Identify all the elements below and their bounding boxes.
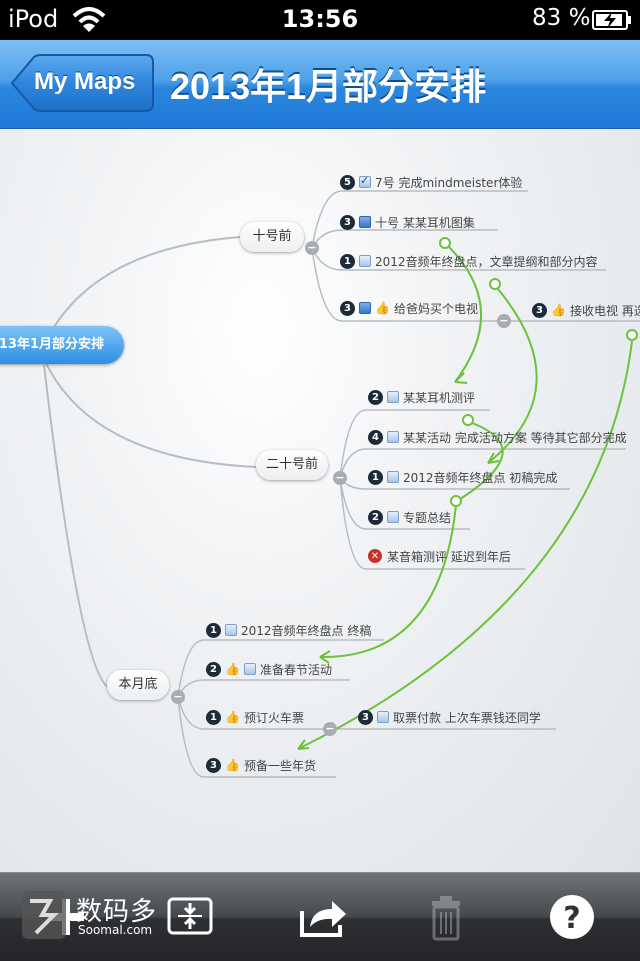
checkbox-icon[interactable] xyxy=(387,431,399,443)
checkbox-icon[interactable] xyxy=(243,663,256,675)
priority-badge: 3 xyxy=(358,709,373,725)
priority-badge: 3 xyxy=(532,302,547,318)
priority-badge: 3 xyxy=(206,757,221,773)
page-title: 2013年1月部分安排 xyxy=(170,66,487,107)
task-item[interactable]: 3 取票付款 上次车票钱还同学 xyxy=(358,706,541,728)
priority-badge: 2 xyxy=(368,389,383,405)
bottom-toolbar: 数码多 Soomal.com ? xyxy=(0,872,640,961)
task-item[interactable]: 3 👍 给爸妈买个电视 xyxy=(340,297,478,319)
clock: 13:56 xyxy=(281,5,359,33)
cancelled-icon: ✕ xyxy=(368,549,382,563)
checkbox-icon[interactable] xyxy=(359,216,371,228)
priority-badge: 1 xyxy=(368,469,383,485)
root-node[interactable]: 13年1月部分安排 xyxy=(0,326,124,364)
fit-screen-icon xyxy=(167,897,213,935)
checkbox-icon[interactable] xyxy=(387,471,399,483)
priority-badge: 5 xyxy=(340,174,355,190)
priority-badge: 1 xyxy=(206,622,221,638)
thumbs-up-icon: 👍 xyxy=(551,303,566,317)
task-item[interactable]: 1 👍 预订火车票 xyxy=(206,706,304,728)
watermark-text: 数码多 xyxy=(76,897,158,927)
task-label: 给爸妈买个电视 xyxy=(393,301,478,316)
priority-badge: 3 xyxy=(340,300,355,316)
thumbs-up-icon: 👍 xyxy=(225,710,240,724)
checkbox-icon[interactable] xyxy=(387,511,399,523)
checkbox-icon[interactable] xyxy=(359,255,371,267)
task-label: 7号 完成mindmeister体验 xyxy=(375,175,523,190)
priority-badge: 1 xyxy=(206,709,221,725)
task-label: 准备春节活动 xyxy=(259,662,332,677)
task-label: 预订火车票 xyxy=(243,710,304,725)
checkbox-icon[interactable] xyxy=(359,302,371,314)
task-item[interactable]: 5 7号 完成mindmeister体验 xyxy=(340,171,522,193)
help-icon: ? xyxy=(550,895,594,939)
task-label: 2012音频年终盘点，文章提纲和部分内容 xyxy=(375,254,598,269)
mind-map-canvas[interactable]: 13年1月部分安排 十号前 − 二十号前 − 本月底 − − − 5 7号 完成… xyxy=(0,129,640,872)
task-item[interactable]: 1 2012音频年终盘点 初稿完成 xyxy=(368,466,557,488)
collapse-toggle[interactable]: − xyxy=(171,690,185,704)
thumbs-up-icon: 👍 xyxy=(375,301,390,315)
collapse-toggle[interactable]: − xyxy=(497,314,511,328)
task-item[interactable]: 2 👍 准备春节活动 xyxy=(206,658,332,680)
priority-badge: 2 xyxy=(368,509,383,525)
task-label: 2012音频年终盘点 初稿完成 xyxy=(403,470,558,485)
watermark: 数码多 Soomal.com xyxy=(20,887,170,945)
task-item[interactable]: ✕ 某音箱测评 延迟到年后 xyxy=(368,545,511,567)
branch-node-month-end[interactable]: 本月底 xyxy=(107,670,169,700)
battery-percent: 83 % xyxy=(532,5,591,31)
checkbox-icon[interactable] xyxy=(225,624,237,636)
collapse-toggle[interactable]: − xyxy=(323,722,337,736)
thumbs-up-icon: 👍 xyxy=(225,758,240,772)
task-label: 2012音频年终盘点 终稿 xyxy=(241,623,372,638)
task-label: 接收电视 再选 xyxy=(569,303,640,318)
priority-badge: 2 xyxy=(206,661,221,677)
delete-button[interactable] xyxy=(420,891,472,943)
status-bar: iPod 13:56 83 % xyxy=(0,0,640,40)
checkbox-icon[interactable] xyxy=(377,711,389,723)
task-label: 某某活动 完成活动方案 等待其它部分完成 xyxy=(403,430,627,445)
task-label: 取票付款 上次车票钱还同学 xyxy=(393,710,541,725)
map-connectors xyxy=(43,190,640,778)
priority-badge: 3 xyxy=(340,214,355,230)
share-button[interactable] xyxy=(296,891,348,943)
priority-badge: 4 xyxy=(368,429,383,445)
thumbs-up-icon: 👍 xyxy=(225,662,240,676)
task-item[interactable]: 3 十号 某某耳机图集 xyxy=(340,211,475,233)
task-item[interactable]: 1 2012音频年终盘点，文章提纲和部分内容 xyxy=(340,250,598,272)
task-item[interactable]: 1 2012音频年终盘点 终稿 xyxy=(206,619,371,641)
my-maps-back-button[interactable]: My Maps xyxy=(10,54,154,112)
svg-text:?: ? xyxy=(563,901,580,936)
fit-screen-button[interactable] xyxy=(164,891,216,943)
watermark-logo-icon xyxy=(22,891,66,939)
task-item[interactable]: 4 某某活动 完成活动方案 等待其它部分完成 xyxy=(368,426,627,448)
task-item[interactable]: 2 专题总结 xyxy=(368,506,451,528)
checkbox-icon[interactable] xyxy=(387,391,399,403)
watermark-url: Soomal.com xyxy=(78,923,153,937)
priority-badge: 1 xyxy=(340,253,355,269)
task-item[interactable]: 2 某某耳机测评 xyxy=(368,386,475,408)
collapse-toggle[interactable]: − xyxy=(333,471,347,485)
back-button-label: My Maps xyxy=(34,68,136,95)
navigation-bar: My Maps 2013年1月部分安排 xyxy=(0,40,640,129)
wifi-icon xyxy=(72,7,106,32)
task-label: 专题总结 xyxy=(403,510,452,525)
branch-node-before-20th[interactable]: 二十号前 xyxy=(256,450,328,480)
branch-node-before-10th[interactable]: 十号前 xyxy=(240,222,304,252)
task-item[interactable]: 3 👍 接收电视 再选 xyxy=(532,299,640,321)
battery-charging-icon xyxy=(592,10,631,30)
share-icon xyxy=(300,901,346,937)
collapse-toggle[interactable]: − xyxy=(305,241,319,255)
checkbox-icon[interactable] xyxy=(359,174,371,188)
task-label: 十号 某某耳机图集 xyxy=(375,215,475,230)
task-label: 某音箱测评 延迟到年后 xyxy=(387,549,511,564)
help-button[interactable]: ? xyxy=(546,891,598,943)
task-label: 某某耳机测评 xyxy=(403,390,476,405)
task-label: 预备一些年货 xyxy=(243,758,316,773)
task-item[interactable]: 3 👍 预备一些年货 xyxy=(206,754,316,776)
trash-icon xyxy=(432,896,460,941)
carrier-label: iPod xyxy=(8,5,59,33)
